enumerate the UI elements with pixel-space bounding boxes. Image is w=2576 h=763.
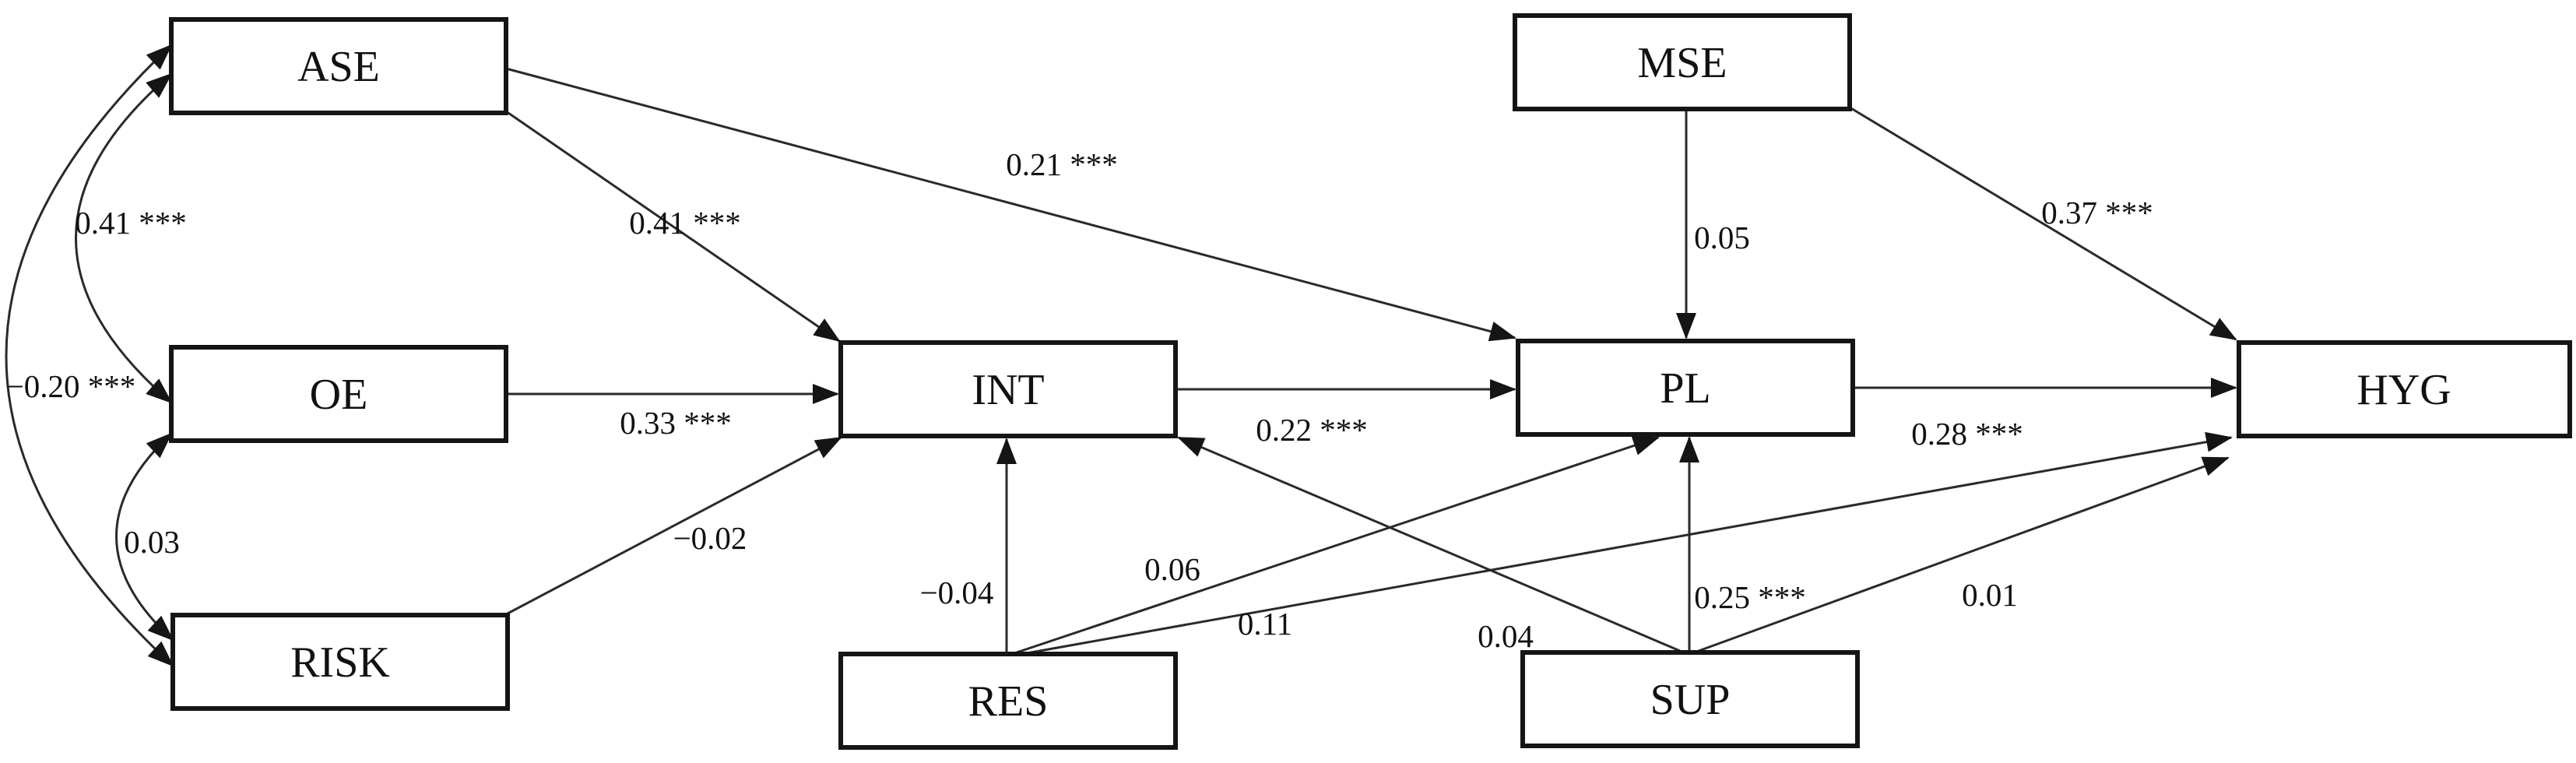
- coef-int-pl: 0.22 ***: [1256, 412, 1368, 448]
- node-int: INT: [838, 340, 1178, 438]
- node-sup: SUP: [1520, 650, 1860, 748]
- coef-risk-int: −0.02: [673, 520, 747, 556]
- path-res-hyg-arrow: [1013, 431, 2233, 657]
- node-ase-box: [169, 17, 508, 115]
- path-mse-hyg-arrow: [1849, 106, 2237, 341]
- path-ase-int-arrow: [505, 110, 841, 343]
- coef-ase-int: 0.41 ***: [629, 205, 741, 241]
- coef-oe-int: 0.33 ***: [620, 405, 732, 441]
- coef-sup-int: 0.04: [1478, 618, 1534, 654]
- node-hyg-box: [2237, 340, 2572, 438]
- node-int-label: INT: [972, 366, 1044, 414]
- node-ase: ASE: [169, 17, 508, 115]
- coef-mse-pl: 0.05: [1694, 220, 1750, 255]
- node-hyg-label: HYG: [2356, 366, 2451, 414]
- node-int-box: [838, 340, 1178, 438]
- node-oe-label: OE: [310, 371, 368, 419]
- node-hyg: HYG: [2237, 340, 2572, 438]
- coef-res-pl: 0.06: [1144, 551, 1200, 587]
- node-risk-box: [170, 613, 510, 711]
- node-mse-label: MSE: [1637, 39, 1727, 87]
- node-sup-label: SUP: [1650, 676, 1731, 724]
- correlation-arrows: [5, 44, 174, 667]
- path-sup-int-arrow: [1177, 436, 1681, 652]
- coef-sup-hyg: 0.01: [1962, 577, 2018, 613]
- node-pl-label: PL: [1660, 364, 1710, 413]
- coef-mse-hyg: 0.37 ***: [2041, 195, 2153, 230]
- coef-sup-pl: 0.25 ***: [1694, 579, 1806, 615]
- path-ase-pl-arrow: [505, 67, 1516, 342]
- path-arrows: [505, 67, 2237, 657]
- coefficient-labels: 0.41 *** −0.20 *** 0.03 0.41 *** 0.21 **…: [6, 146, 2153, 654]
- node-mse: MSE: [1513, 13, 1852, 111]
- node-res-label: RES: [968, 677, 1049, 726]
- path-res-pl-arrow: [1011, 435, 1660, 656]
- node-pl: PL: [1516, 339, 1855, 437]
- nodes: ASE OE RISK INT RES MSE PL SUP: [169, 13, 2572, 750]
- path-sup-hyg-arrow: [1698, 456, 2230, 652]
- coef-res-hyg: 0.11: [1238, 606, 1292, 642]
- coef-res-int: −0.04: [920, 575, 994, 610]
- correlation-oe-risk-arrow: [115, 432, 174, 642]
- node-pl-box: [1516, 339, 1855, 437]
- node-res-box: [838, 652, 1178, 750]
- node-oe: OE: [169, 345, 508, 443]
- correlation-ase-oe-arrow: [75, 72, 173, 404]
- node-sup-box: [1520, 650, 1860, 748]
- node-mse-box: [1513, 13, 1852, 111]
- node-oe-box: [169, 345, 508, 443]
- node-risk: RISK: [170, 613, 510, 711]
- correlation-ase-risk-arrow: [5, 44, 174, 667]
- path-risk-int-arrow: [507, 436, 842, 615]
- coef-corr-oe-risk: 0.03: [124, 524, 180, 560]
- coef-ase-pl: 0.21 ***: [1006, 146, 1118, 182]
- coef-corr-ase-oe: 0.41 ***: [75, 205, 187, 241]
- coef-corr-ase-risk: −0.20 ***: [6, 368, 136, 404]
- coef-pl-hyg: 0.28 ***: [1911, 416, 2023, 452]
- node-ase-label: ASE: [297, 43, 380, 91]
- node-risk-label: RISK: [290, 638, 390, 687]
- node-res: RES: [838, 652, 1178, 750]
